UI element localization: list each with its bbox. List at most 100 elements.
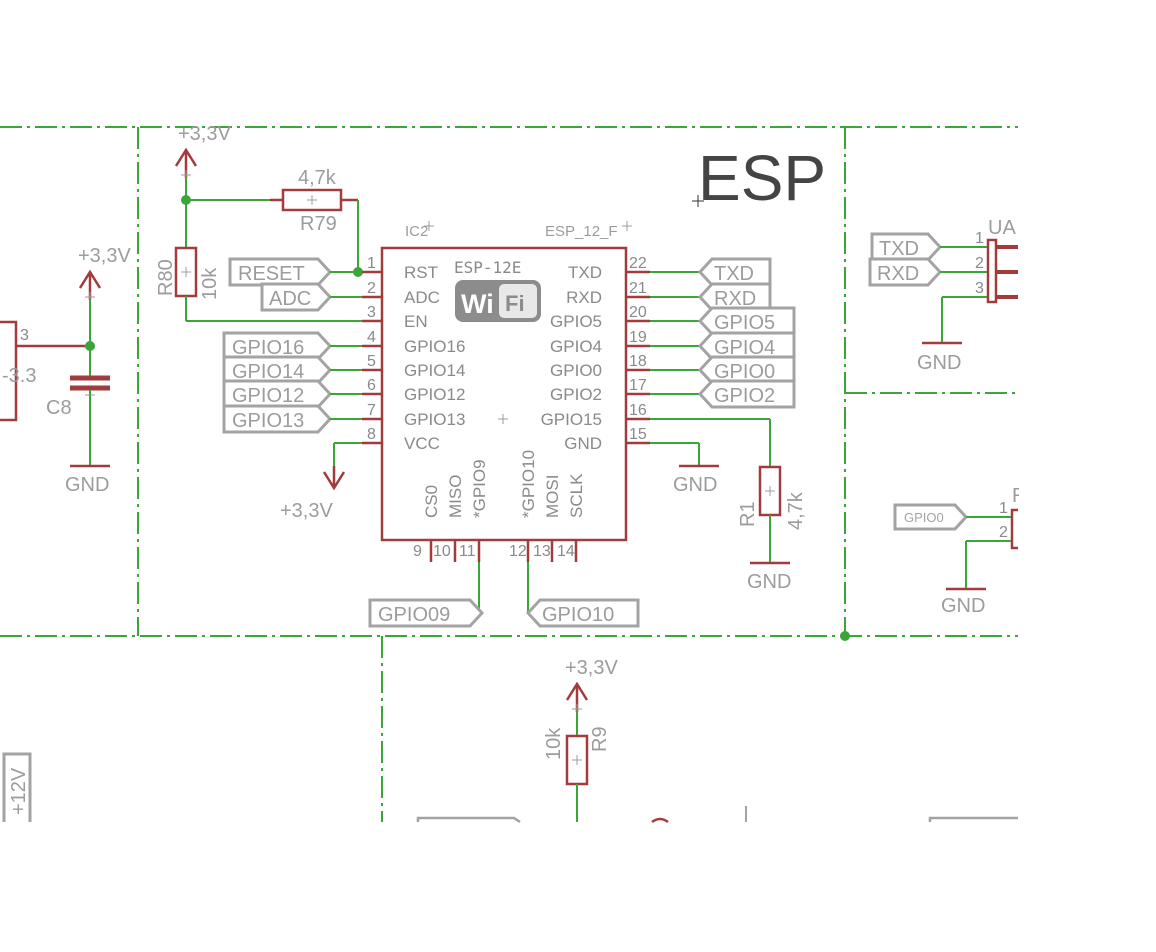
svg-text:RXD: RXD	[714, 288, 756, 310]
net-label-gpio0-right[interactable]: GPIO0	[697, 355, 796, 385]
net-label-txd-right[interactable]: TXD	[697, 257, 772, 287]
svg-text:+3,3V: +3,3V	[78, 245, 131, 267]
net-label-reset[interactable]: RESET	[228, 257, 333, 287]
svg-text:GPIO16: GPIO16	[232, 337, 304, 359]
gnd-ic: GND	[673, 464, 719, 496]
svg-text:12: 12	[509, 543, 527, 560]
regulator-label: -3.3	[2, 365, 36, 387]
svg-text:GPIO16: GPIO16	[404, 337, 465, 356]
svg-text:14: 14	[557, 543, 575, 560]
svg-text:19: 19	[629, 329, 647, 346]
svg-text:VCC: VCC	[404, 434, 440, 453]
svg-text:1: 1	[999, 500, 1008, 517]
svg-text:17: 17	[629, 377, 647, 394]
svg-text:GPIO10: GPIO10	[542, 604, 614, 626]
svg-text:16: 16	[629, 402, 647, 419]
resistor-r80: R80 10k	[155, 246, 221, 300]
resistor-r79: 4,7k R79	[270, 167, 358, 235]
net-label-gpio0-conn[interactable]: GPIO0	[893, 503, 969, 531]
supply-3v3-top: +3,3V	[174, 123, 231, 180]
c8-name: C8	[46, 397, 72, 419]
net-label-gpio5-right[interactable]: GPIO5	[697, 306, 796, 336]
svg-text:+3,3V: +3,3V	[565, 657, 618, 679]
r80-name: R80	[155, 259, 177, 296]
svg-text:RXD: RXD	[566, 288, 602, 307]
net-label-gpio09[interactable]: GPIO09	[368, 598, 485, 628]
svg-text:22: 22	[629, 255, 647, 272]
svg-text:GPIO0: GPIO0	[550, 361, 602, 380]
r79-name: R79	[300, 213, 337, 235]
svg-text:MOSI: MOSI	[543, 475, 562, 518]
r1-value: 4,7k	[785, 491, 807, 530]
svg-text:TXD: TXD	[568, 263, 602, 282]
net-label-txd-uart[interactable]: TXD	[870, 232, 943, 262]
svg-text:EN: EN	[404, 312, 428, 331]
svg-text:GPIO0: GPIO0	[904, 510, 944, 525]
svg-text:TXD: TXD	[879, 238, 919, 260]
net-label-gpio4-right[interactable]: GPIO4	[697, 331, 796, 361]
svg-text:11: 11	[459, 543, 476, 560]
ic-name: IC2	[405, 223, 428, 240]
svg-text:GPIO4: GPIO4	[550, 337, 602, 356]
net-label-gpio13-left[interactable]: GPIO13	[222, 404, 333, 434]
net-label-adc[interactable]: ADC	[260, 282, 333, 312]
resistor-r9: 10k R9	[543, 726, 611, 786]
svg-text:7: 7	[367, 402, 376, 419]
canvas-margin	[1019, 0, 1156, 952]
regulator-pin-number: 3	[20, 327, 29, 344]
canvas-margin-bottom	[0, 823, 1156, 952]
net-label-gpio14-left[interactable]: GPIO14	[222, 355, 333, 385]
svg-text:13: 13	[533, 543, 551, 560]
resistor-r1: R1 4,7k	[737, 465, 807, 530]
r9-name: R9	[589, 726, 611, 752]
net-label-12v[interactable]: +12V	[2, 752, 32, 822]
svg-text:GND: GND	[941, 595, 985, 617]
r79-value: 4,7k	[298, 167, 337, 189]
svg-text:ADC: ADC	[269, 288, 311, 310]
r1-name: R1	[737, 501, 759, 527]
svg-text:10: 10	[433, 543, 451, 560]
svg-text:*GPIO9: *GPIO9	[470, 459, 489, 518]
ic-left-pins: 1 2 3 4 5 6 7 8 RST ADC EN GPIO16 GPIO14…	[362, 255, 465, 453]
svg-text:GPIO12: GPIO12	[404, 385, 465, 404]
svg-text:2: 2	[367, 280, 376, 297]
svg-text:RXD: RXD	[877, 263, 919, 285]
net-label-gpio16-left[interactable]: GPIO16	[222, 331, 333, 361]
sheet-title: ESP	[698, 142, 826, 214]
svg-text:Fi: Fi	[505, 291, 525, 316]
uart-connector: 1 2 3 UA	[975, 217, 1018, 304]
ic-bottom-pins: 9 10 11 12 13 14 CS0 MISO *GPIO9 *GPIO10…	[413, 450, 586, 562]
svg-text:3: 3	[367, 304, 376, 321]
svg-text:1: 1	[367, 255, 376, 272]
net-label-gpio12-left[interactable]: GPIO12	[222, 379, 333, 409]
net-label-gpio10[interactable]: GPIO10	[525, 598, 640, 628]
svg-text:4: 4	[367, 329, 376, 346]
r9-value: 10k	[543, 727, 565, 760]
svg-text:GPIO4: GPIO4	[714, 337, 775, 359]
gnd-c8: GND	[65, 464, 110, 496]
uart-connector-name: UA	[988, 217, 1016, 239]
svg-text:9: 9	[413, 543, 422, 560]
regulator-partial: 3 -3.3	[0, 320, 90, 422]
svg-text:GPIO14: GPIO14	[232, 361, 304, 383]
svg-text:MISO: MISO	[446, 475, 465, 518]
net-label-rxd-right[interactable]: RXD	[697, 282, 772, 312]
svg-text:GND: GND	[564, 434, 602, 453]
svg-text:GPIO15: GPIO15	[541, 410, 602, 429]
gnd-reset: GND	[941, 587, 986, 617]
net-label-rxd-uart[interactable]: RXD	[868, 257, 943, 287]
partial-components-bottom	[416, 806, 1018, 824]
svg-text:GND: GND	[65, 474, 109, 496]
svg-text:GPIO09: GPIO09	[378, 604, 450, 626]
svg-text:GPIO14: GPIO14	[404, 361, 465, 380]
svg-text:GPIO2: GPIO2	[550, 385, 602, 404]
ic-right-pins: 22 21 20 19 18 17 16 15 TXD RXD GPIO5 GP…	[541, 255, 650, 453]
svg-text:+12V: +12V	[8, 767, 30, 815]
svg-text:21: 21	[629, 280, 647, 297]
sheet-frame	[0, 126, 1018, 822]
supply-3v3-r9: +3,3V	[565, 657, 618, 714]
net-label-gpio2-right[interactable]: GPIO2	[697, 379, 796, 409]
svg-text:GPIO13: GPIO13	[232, 410, 304, 432]
title-origin-cross	[692, 195, 704, 207]
gnd-r1: GND	[747, 561, 791, 593]
